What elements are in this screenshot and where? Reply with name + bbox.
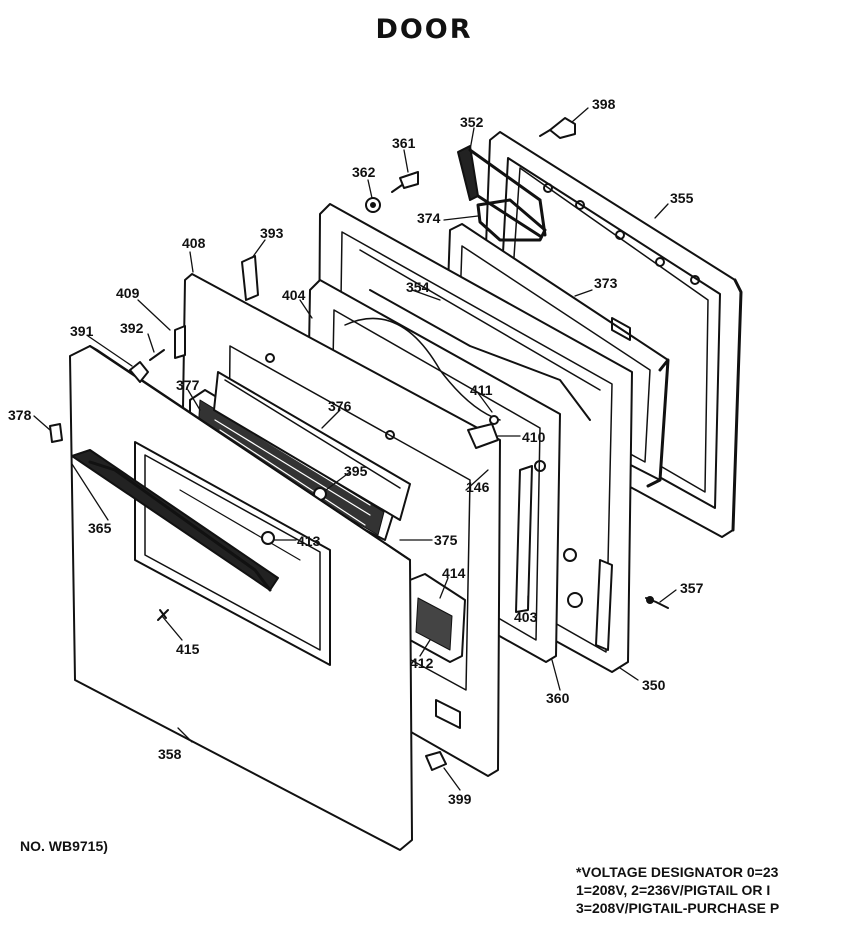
part-362-washer-hole [370,202,376,208]
label-408: 408 [182,235,206,251]
leader-lines [33,107,677,791]
label-361: 361 [392,135,416,151]
label-354: 354 [406,279,430,295]
label-414: 414 [442,565,466,581]
diagram-title: DOOR [375,14,473,45]
part-415-screw [157,609,169,621]
label-403: 403 [514,609,538,625]
part-labels: 398 352 361 362 355 374 373 393 408 409 … [8,96,704,807]
voltage-designator-note: *VOLTAGE DESIGNATOR 0=23 1=208V, 2=236V/… [576,863,848,917]
label-409: 409 [116,285,140,301]
label-404: 404 [282,287,306,303]
label-358: 358 [158,746,182,762]
label-362: 362 [352,164,376,180]
part-414-switch [409,573,466,663]
part-376-heat-shield [213,371,411,521]
label-374: 374 [417,210,441,226]
part-413-screw [261,531,275,545]
label-413: 413 [297,533,321,549]
part-358-front-panel [69,345,413,851]
label-398: 398 [592,96,616,112]
part-410-lock-cam [467,423,499,449]
part-365-door-handle [71,449,279,592]
label-411: 411 [470,382,493,398]
part-374-gasket [476,198,547,242]
part-361-screw [391,171,419,193]
voltage-note-line-3: 3=208V/PIGTAIL-PURCHASE P [576,900,780,916]
label-377: 377 [176,377,200,393]
label-393: 393 [260,225,284,241]
label-415: 415 [176,641,200,657]
label-375: 375 [434,532,458,548]
label-391: 391 [70,323,94,339]
label-392: 392 [120,320,144,336]
label-146: 146 [466,479,490,495]
label-350: 350 [642,677,666,693]
part-391-hinge-bracket [129,361,149,383]
label-373: 373 [594,275,618,291]
part-357-screw [645,596,669,609]
part-411-screw [489,415,499,425]
catalog-number-note: NO. WB9715) [20,838,108,854]
label-357: 357 [680,580,704,596]
voltage-note-line-1: *VOLTAGE DESIGNATOR 0=23 [576,864,779,880]
part-398-screw [539,117,576,139]
label-395: 395 [344,463,368,479]
label-355: 355 [670,190,694,206]
label-399: 399 [448,791,472,807]
label-378: 378 [8,407,32,423]
part-393-hinge-clip [241,255,259,301]
label-352: 352 [460,114,484,130]
label-410: 410 [522,429,546,445]
label-365: 365 [88,520,112,536]
part-392-pin [149,349,165,361]
part-378-plug [49,423,63,443]
label-412: 412 [410,655,434,671]
label-360: 360 [546,690,570,706]
part-352-gasket [457,145,547,238]
voltage-note-line-2: 1=208V, 2=236V/PIGTAIL OR I [576,882,771,898]
label-376: 376 [328,398,352,414]
part-399-bumper [425,751,447,771]
